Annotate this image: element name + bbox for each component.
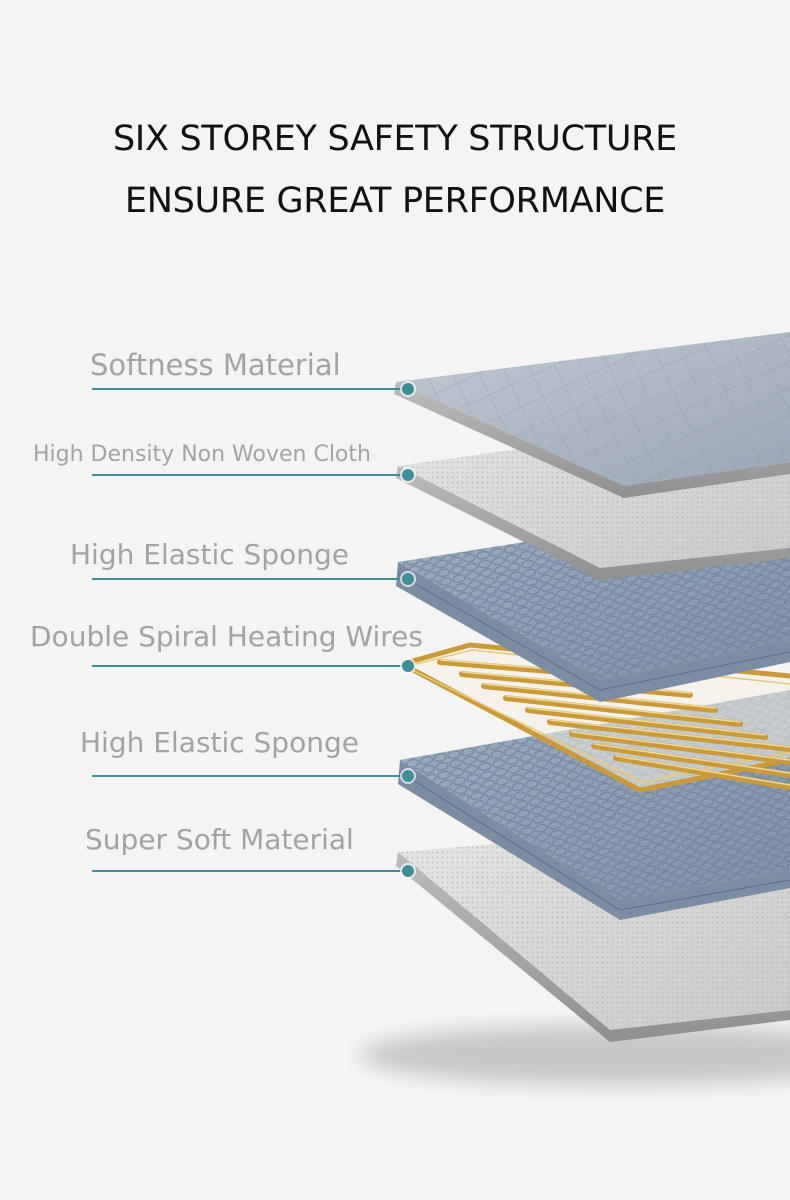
- marker-dot-non-woven-cloth: [402, 469, 414, 481]
- leader-line-non-woven-cloth: [92, 474, 408, 476]
- headline-line-1: SIX STOREY SAFETY STRUCTURE: [113, 119, 677, 159]
- label-high-elastic-sponge-upper: High Elastic Sponge: [70, 538, 349, 571]
- leader-line-high-elastic-sponge-lower: [92, 775, 408, 777]
- label-non-woven-cloth: High Density Non Woven Cloth: [33, 442, 371, 467]
- layer-softness-material: [394, 332, 790, 498]
- marker-dot-high-elastic-sponge-lower: [402, 770, 414, 782]
- marker-dot-super-soft-material: [402, 865, 414, 877]
- label-high-elastic-sponge-lower: High Elastic Sponge: [80, 726, 359, 759]
- headline: SIX STOREY SAFETY STRUCTURE ENSURE GREAT…: [0, 108, 790, 232]
- leader-line-heating-wires: [92, 665, 408, 667]
- marker-dot-high-elastic-sponge-upper: [402, 573, 414, 585]
- leader-line-super-soft-material: [92, 870, 408, 872]
- leader-line-softness-material: [92, 388, 408, 390]
- leader-line-high-elastic-sponge-upper: [92, 578, 408, 580]
- label-softness-material: Softness Material: [90, 348, 341, 382]
- headline-line-2: ENSURE GREAT PERFORMANCE: [124, 181, 666, 221]
- label-super-soft-material: Super Soft Material: [85, 823, 354, 856]
- marker-dot-heating-wires: [402, 660, 414, 672]
- marker-dot-softness-material: [402, 383, 414, 395]
- label-heating-wires: Double Spiral Heating Wires: [30, 620, 423, 653]
